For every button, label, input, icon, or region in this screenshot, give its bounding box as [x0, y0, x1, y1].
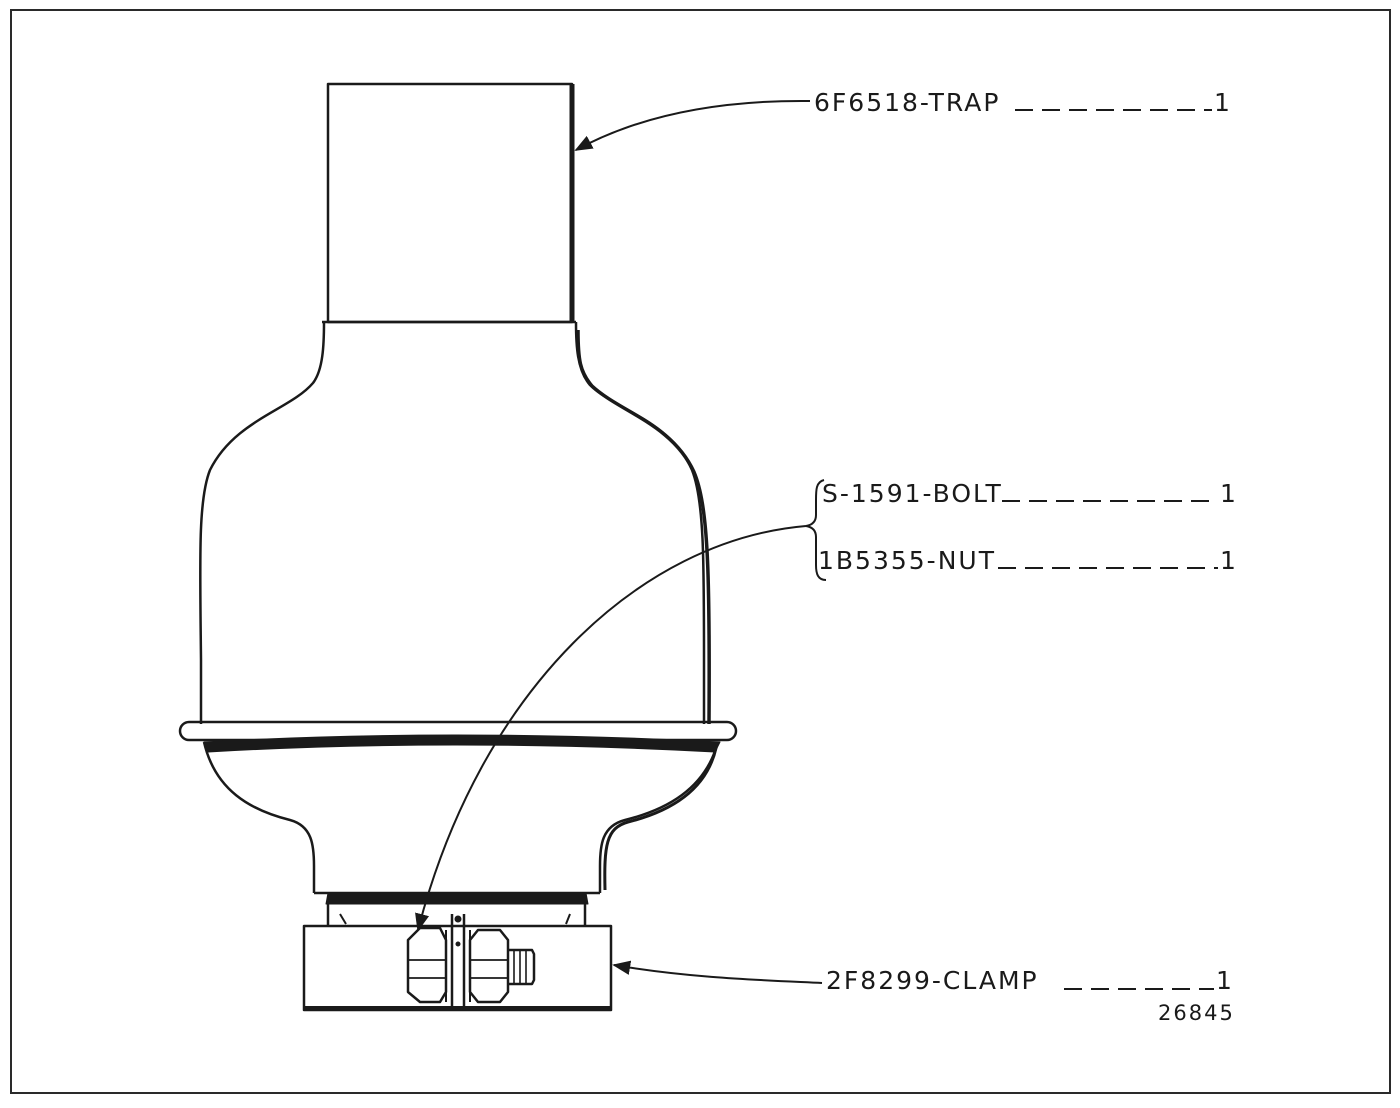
leader-lines	[415, 99, 1218, 990]
trap-part-drawing	[178, 82, 738, 926]
nut-label: 1B5355-NUT	[818, 546, 996, 575]
figure-number: 26845	[1158, 1001, 1235, 1025]
trap-bowl-lower	[202, 741, 720, 893]
clamp-band	[302, 924, 613, 1012]
bolt-qty: 1	[1220, 479, 1238, 508]
trap-bowl-upper	[198, 321, 706, 724]
trap-leader-arrow	[574, 99, 811, 151]
trap-qty: 1	[1214, 88, 1232, 117]
bolt-label: S-1591-BOLT	[822, 479, 1003, 508]
bolt-nut-leader-arrow	[415, 525, 807, 932]
figure-border	[10, 9, 1391, 1094]
clamp-leader-arrow	[612, 960, 823, 984]
clamp-qty: 1	[1216, 966, 1234, 995]
clamp-label: 2F8299-CLAMP	[826, 966, 1039, 995]
trap-top-tube	[326, 82, 574, 324]
clamp-part-drawing	[302, 914, 613, 1012]
nut-hex	[406, 926, 448, 1004]
callout-labels: 6F6518-TRAP 1 S-1591-BOLT 1 1B5355-NUT 1…	[814, 88, 1238, 1025]
nut-qty: 1	[1220, 546, 1238, 575]
bolt-head-hex	[468, 928, 510, 1004]
bolt-thread	[508, 948, 536, 986]
trap-label: 6F6518-TRAP	[814, 88, 1000, 117]
